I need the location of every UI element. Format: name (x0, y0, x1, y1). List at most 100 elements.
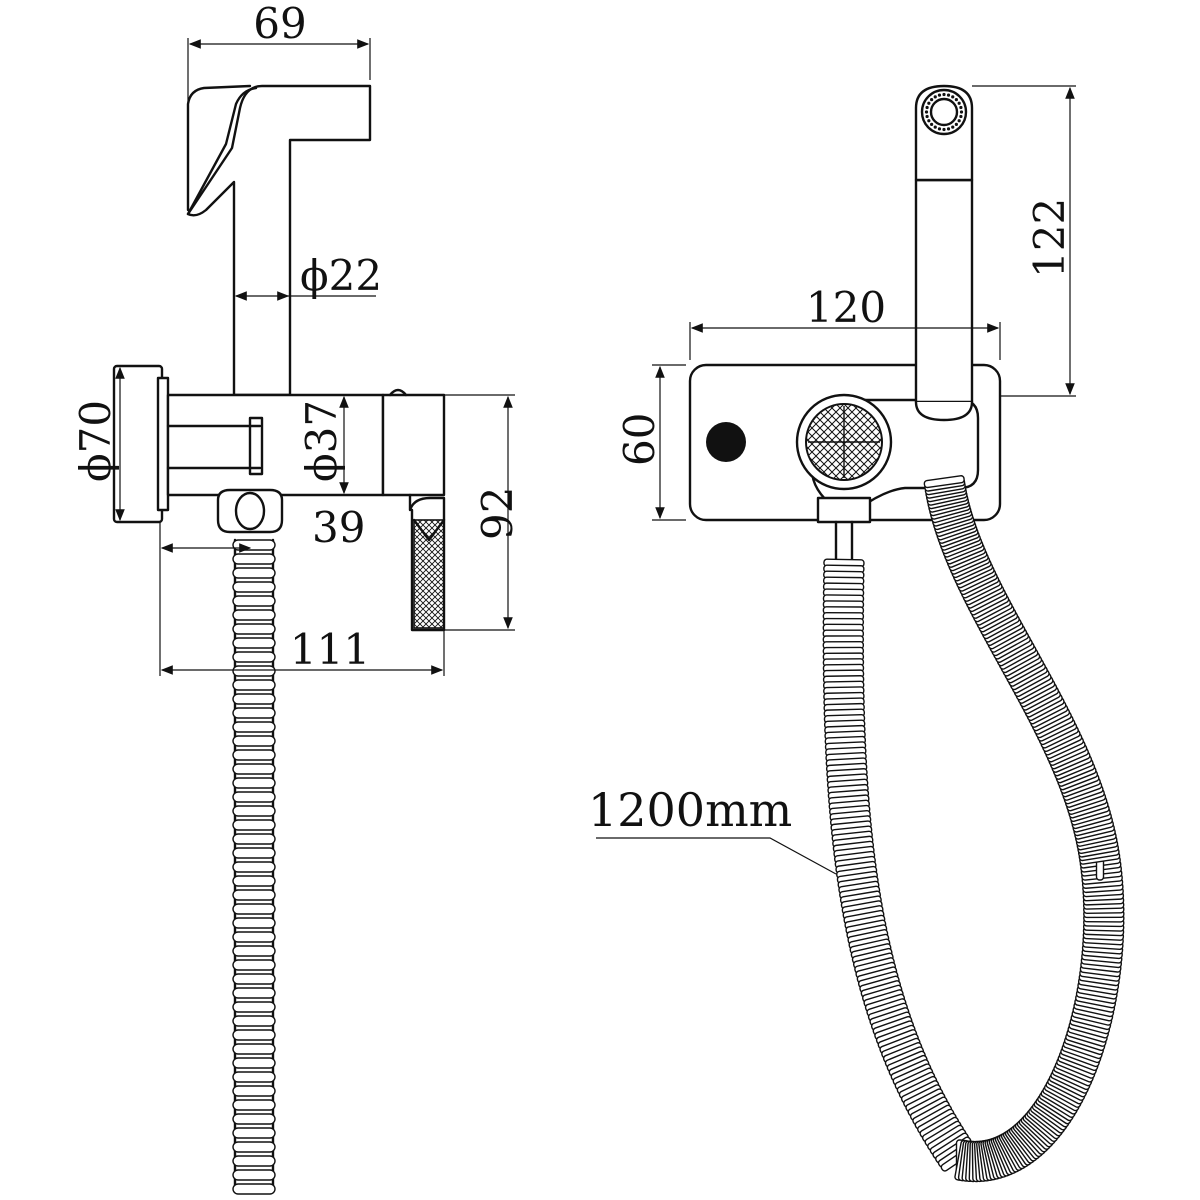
nozzle-hole (927, 119, 931, 123)
nozzle-hole (954, 98, 958, 102)
hose-ring (232, 777, 276, 789)
nozzle-hole (951, 95, 955, 99)
hose-ring (232, 1057, 276, 1069)
nozzle-hole (942, 127, 946, 132)
hose-ring (232, 693, 276, 705)
dim-outlet-offset: 39 (312, 503, 365, 552)
nozzle-hole (925, 114, 929, 119)
hose-ring (232, 1015, 276, 1027)
front-hose (822, 475, 1125, 1183)
sprayer-head-side (186, 84, 372, 397)
hose-ring (232, 917, 276, 929)
hose-ring (232, 959, 276, 971)
hose-ring (232, 819, 276, 831)
hose-ring (232, 553, 276, 565)
dial-marks (808, 406, 880, 478)
nozzle-hole (959, 110, 964, 114)
hose-ring (232, 1141, 276, 1153)
valve-cap (381, 393, 446, 497)
hose-outlet-nut (216, 488, 284, 534)
hose-ring (232, 1001, 276, 1013)
valve-body (166, 393, 385, 497)
nozzle-hole (924, 110, 929, 114)
nozzle-hole (937, 93, 942, 97)
nozzle-face (929, 97, 959, 127)
nozzle-hole (930, 98, 934, 102)
hose-ring (232, 973, 276, 985)
hose-ring (232, 707, 276, 719)
nozzle-hole (959, 105, 963, 110)
hose-ring (232, 1127, 276, 1139)
nozzle-hole (959, 114, 963, 119)
hose-ring (232, 567, 276, 579)
hose-ring (232, 931, 276, 943)
nozzle-hole (925, 105, 929, 110)
dim-flange-diameter: ϕ70 (71, 400, 120, 482)
hose-ring (923, 475, 965, 489)
outlet-nut-face (234, 491, 266, 531)
nozzle-hole (927, 101, 931, 105)
sprayer-stem (914, 178, 974, 404)
hose-connector (816, 496, 872, 524)
dim-valve-diameter: ϕ37 (297, 400, 346, 482)
dim-total-depth: 111 (290, 625, 370, 674)
hose-ring (232, 763, 276, 775)
dim-holder-height: 92 (473, 487, 522, 540)
nozzle-hole (937, 127, 942, 131)
flange-collar (156, 376, 170, 512)
hose-ring (232, 833, 276, 845)
side-view-dimensions: 69 ϕ22 ϕ70 ϕ37 92 39 111 (71, 0, 522, 676)
hose-ring (232, 665, 276, 677)
hose-ring (232, 609, 276, 621)
hose-ring (232, 861, 276, 873)
control-knob (706, 422, 746, 462)
hose-ring (232, 903, 276, 915)
hose-ring (232, 595, 276, 607)
nozzle-hole (946, 127, 951, 131)
dim-plate-width: 120 (806, 283, 886, 332)
hose-length-label: 1200mm (588, 783, 792, 837)
nozzle-hole (957, 119, 961, 123)
hose-ring (232, 847, 276, 859)
dim-plate-height: 60 (615, 413, 664, 466)
hose-ring (232, 1085, 276, 1097)
hose-ring (232, 945, 276, 957)
nozzle-hole (951, 125, 955, 129)
nozzle-hole (957, 101, 961, 105)
hose-ring (232, 889, 276, 901)
nozzle-hole (933, 125, 937, 129)
hose-ring (232, 1169, 276, 1181)
hose-ring (232, 721, 276, 733)
hose-ring (232, 1043, 276, 1055)
hose-ring (232, 581, 276, 593)
hose-ring (232, 1113, 276, 1125)
stem-socket (914, 400, 974, 422)
hose-ring (232, 1071, 276, 1083)
dim-sprayer-height: 122 (1025, 198, 1074, 278)
front-view-dimensions: 120 60 122 1200mm (588, 85, 1076, 875)
hose-ring (232, 791, 276, 803)
nozzle-hole (946, 93, 951, 97)
hose-ring (232, 679, 276, 691)
side-hose (232, 538, 276, 1195)
nozzle-hole (933, 95, 937, 99)
nozzle-hole (930, 122, 934, 126)
hose-ring (232, 623, 276, 635)
nozzle-hole (954, 122, 958, 126)
hose-ring (232, 875, 276, 887)
side-view (112, 84, 446, 1195)
hose-ring (232, 1155, 276, 1167)
nozzle-ring (920, 88, 968, 136)
hose-ring (232, 735, 276, 747)
hose-ring (232, 1183, 276, 1195)
valve-cap-dome (388, 388, 408, 397)
valve-spindle (166, 416, 264, 476)
dim-head-width: 69 (253, 0, 306, 48)
holder-grip (413, 519, 445, 629)
hose-ring (232, 749, 276, 761)
holder-grip-top (412, 518, 446, 542)
hose-ring (232, 805, 276, 817)
nozzle-holes (924, 92, 964, 132)
